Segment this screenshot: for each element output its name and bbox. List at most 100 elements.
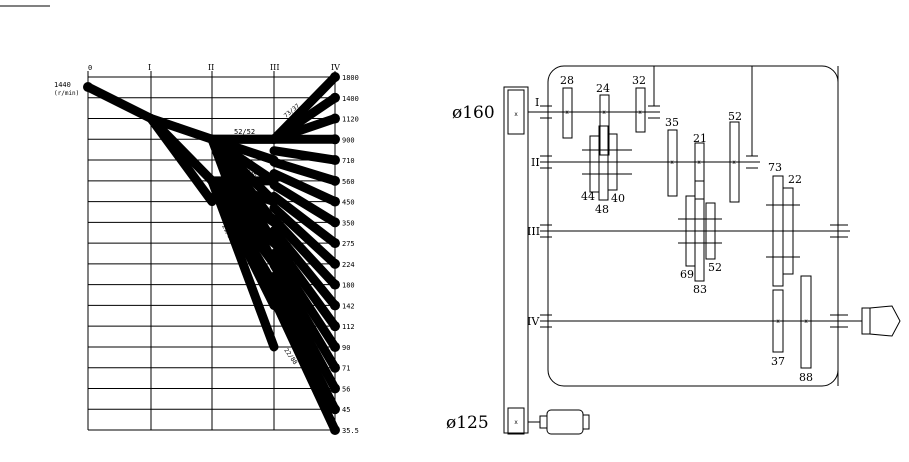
svg-text:x: x bbox=[732, 159, 736, 166]
gear-24 bbox=[599, 94, 610, 156]
node-output-900 bbox=[330, 134, 340, 145]
gear-35 bbox=[667, 129, 678, 197]
speed-label-450: 450 bbox=[342, 199, 355, 207]
gear-21 bbox=[694, 142, 705, 200]
path-iii-iv-7 bbox=[269, 180, 340, 227]
node-output-350 bbox=[330, 217, 340, 228]
gear-label-52-top: 52 bbox=[728, 110, 742, 123]
gearbox-housing bbox=[547, 65, 839, 387]
pulley-top-mark: x bbox=[514, 111, 518, 118]
gear-label-52-bottom: 52 bbox=[708, 261, 722, 274]
node-output-142 bbox=[330, 300, 340, 311]
gear-28 bbox=[562, 87, 573, 139]
gear-40 bbox=[607, 133, 618, 191]
spindle-flange bbox=[861, 307, 871, 335]
gear-label-32: 32 bbox=[632, 74, 646, 87]
speed-label-71: 71 bbox=[342, 365, 350, 373]
gear-44 bbox=[589, 135, 600, 193]
node-output-56 bbox=[330, 383, 340, 394]
gear-32 bbox=[635, 87, 646, 133]
pulley-bottom bbox=[507, 407, 525, 435]
ratio-label-belt: ø125/ø160 bbox=[97, 89, 130, 109]
motor-end bbox=[582, 414, 590, 430]
gear-label-69: 69 bbox=[680, 268, 694, 281]
path-ii-iii-b-7 bbox=[207, 176, 279, 352]
node-output-45 bbox=[330, 404, 340, 415]
node-output-90 bbox=[330, 341, 340, 352]
speed-label-1120: 1120 bbox=[342, 116, 359, 124]
speed-lines bbox=[83, 72, 340, 435]
node-output-224 bbox=[330, 258, 340, 269]
shaft-label-ii: II bbox=[208, 63, 214, 72]
gear-label-28: 28 bbox=[560, 74, 574, 87]
shaft-label-iii-schematic: III bbox=[527, 225, 540, 238]
path-iii-iv-12 bbox=[269, 237, 340, 331]
gear-label-40: 40 bbox=[611, 192, 625, 205]
motor-body bbox=[546, 409, 584, 435]
path-iii-iv-6 bbox=[269, 169, 340, 207]
gear-52-bottom bbox=[705, 202, 716, 260]
svg-text:x: x bbox=[776, 318, 780, 325]
node-output-710 bbox=[330, 155, 340, 166]
speed-label-1800: 1800 bbox=[342, 74, 359, 82]
input-speed-label: 1440 bbox=[54, 81, 71, 89]
node-output-112 bbox=[330, 321, 340, 332]
svg-text:x: x bbox=[638, 109, 642, 116]
gear-52-top bbox=[729, 121, 740, 203]
speed-label-560: 560 bbox=[342, 178, 355, 186]
gear-label-37: 37 bbox=[771, 355, 785, 368]
path-52-40 bbox=[146, 114, 217, 144]
speed-label-350: 350 bbox=[342, 219, 355, 227]
gear-label-48: 48 bbox=[595, 203, 609, 216]
gear-37 bbox=[772, 289, 784, 353]
speed-label-112: 112 bbox=[342, 323, 355, 331]
svg-text:x: x bbox=[804, 318, 808, 325]
speed-label-45: 45 bbox=[342, 406, 350, 414]
node-output-1800 bbox=[330, 72, 340, 82]
shaft-label-iv: IV bbox=[331, 63, 340, 72]
gear-88 bbox=[800, 275, 812, 369]
gear-label-22: 22 bbox=[788, 173, 802, 186]
pulley-top bbox=[507, 89, 525, 135]
path-iii-iv-10 bbox=[269, 214, 340, 290]
node-output-1120 bbox=[330, 113, 340, 124]
input-unit-label: (r/min) bbox=[54, 90, 79, 97]
bearings bbox=[540, 105, 848, 328]
speed-label-56: 56 bbox=[342, 385, 350, 393]
gear-label-88: 88 bbox=[799, 371, 813, 384]
gear-label-21: 21 bbox=[693, 132, 707, 145]
ratio-label-52-52: 52/52 bbox=[234, 128, 255, 136]
node-output-180 bbox=[330, 279, 340, 290]
output-speed-labels: 1800140011209007105604503502752241801421… bbox=[342, 74, 359, 435]
transmission-schematic: x x bbox=[503, 65, 901, 435]
pulley-bottom-diameter: ø125 bbox=[446, 413, 489, 433]
gear-label-83: 83 bbox=[693, 283, 707, 296]
svg-text:x: x bbox=[697, 159, 701, 166]
speed-chart: 0 I II III IV 1440 (r/min) 1800140011209… bbox=[54, 63, 359, 435]
speed-label-142: 142 bbox=[342, 302, 355, 310]
shaft-label-0: 0 bbox=[88, 64, 92, 72]
path-iii-iv-14 bbox=[269, 260, 340, 373]
node-output-35.5 bbox=[330, 425, 340, 435]
path-iii-iv-15 bbox=[269, 271, 340, 393]
path-iii-iv-13 bbox=[269, 249, 340, 352]
shaft-label-ii-schematic: II bbox=[531, 156, 540, 169]
gear-label-35: 35 bbox=[665, 116, 679, 129]
speed-nodes bbox=[83, 72, 340, 435]
pulley-bottom-mark: x bbox=[514, 419, 518, 426]
shaft-labels: 0 I II III IV bbox=[88, 63, 340, 72]
path-iii-iv-16 bbox=[269, 283, 340, 414]
speed-label-180: 180 bbox=[342, 282, 355, 290]
gear-22 bbox=[782, 187, 794, 275]
speed-label-710: 710 bbox=[342, 157, 355, 165]
speed-label-35.5: 35.5 bbox=[342, 427, 359, 435]
svg-text:x: x bbox=[670, 159, 674, 166]
belt bbox=[503, 86, 529, 434]
speed-label-275: 275 bbox=[342, 240, 355, 248]
gear-label-24: 24 bbox=[596, 82, 610, 95]
pulley-top-diameter: ø160 bbox=[452, 103, 495, 123]
motor-coupling bbox=[539, 415, 548, 429]
spline-marks bbox=[582, 149, 800, 258]
gear-label-44: 44 bbox=[581, 190, 595, 203]
